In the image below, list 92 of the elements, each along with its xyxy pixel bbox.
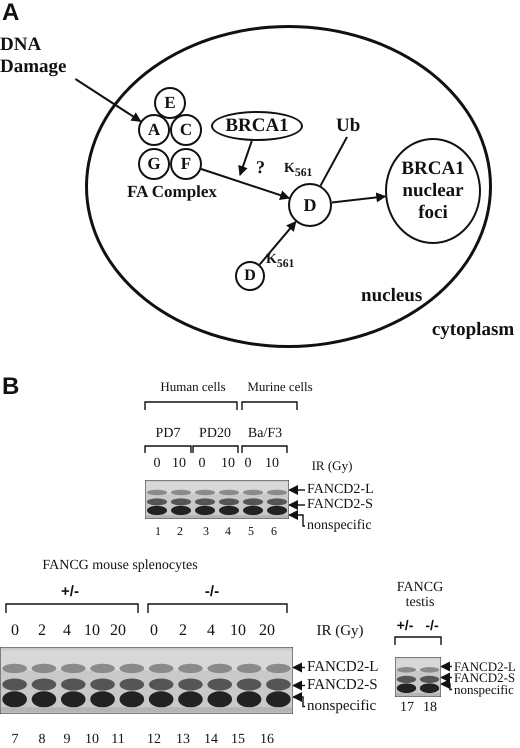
lane-number: 4 [225,525,231,538]
lane-number: 10 [85,732,99,748]
lane-number: 9 [64,732,70,748]
arrow [440,679,452,690]
lane-number: 3 [203,525,209,538]
connector-line [320,136,348,186]
edge-label: ? [256,158,265,178]
band-label: nonspecific [307,519,372,533]
arrow [292,692,305,708]
protein-ellipse: BRCA1 [211,111,303,141]
band-label: FANCD2-L [307,483,374,497]
residue-label: K$_{561}$ [284,161,312,180]
protein-circle: F [170,148,202,180]
arrow [292,662,305,672]
dose-label: 0 [150,622,158,640]
lane-number: 17 [400,700,414,716]
cell-line-label: Ba/F3 [248,426,282,442]
lane-number: 8 [38,732,46,748]
arrow [440,662,452,672]
dose-label: 10 [230,622,246,640]
dose-label: 0 [244,456,252,472]
arrow [200,168,290,200]
lane-number: 7 [12,732,18,748]
band-label: FANCD2-S [307,498,373,512]
group-label: Murine cells [247,380,313,394]
dose-label: 0 [11,622,19,640]
dose-label: 10 [172,456,186,472]
complex-label: FA Complex [127,183,217,202]
lane-number: 18 [423,700,437,716]
axis-label: IR (Gy) [312,459,352,474]
lane-number: 13 [176,732,190,748]
lane-number: 2 [177,525,183,538]
group-label: FANCG mouse splenocytes [42,558,198,574]
panel-letter: B [2,374,20,400]
lane-number: 1 [155,525,161,538]
genotype-label: -/- [425,618,439,634]
dose-label: 10 [84,622,100,640]
protein-circle: G [138,148,170,180]
lane-number: 6 [271,525,277,538]
stimulus-label: DNA Damage [0,33,80,79]
dose-label: 10 [221,456,235,472]
arrow [238,140,253,176]
dose-label: 0 [154,456,160,472]
band-label: nonspecific [307,699,376,714]
panel-letter: A [2,0,20,26]
picture [395,657,441,697]
protein-circle: E [154,87,186,119]
dose-label: 2 [38,622,46,640]
band-label: FANCD2-S [454,671,516,684]
arrow [288,485,305,495]
arrow [288,500,305,510]
lane-number: 12 [147,732,161,748]
picture [145,480,289,519]
genotype-label: +/- [61,584,79,600]
lane-number: 15 [231,732,245,748]
foci-ellipse: BRCA1 nuclear foci [385,138,481,244]
dose-label: 20 [259,622,275,640]
lane-number: 14 [204,732,218,748]
group-label: FANCG testis [396,580,444,611]
compartment-label: cytoplasm [432,320,514,341]
group-label: Human cells [160,380,226,394]
arrow [258,221,297,266]
lane-number: 16 [260,732,274,748]
genotype-label: +/- [396,618,414,634]
arrow [288,510,305,527]
dose-label: 0 [198,456,206,472]
protein-circle: D [288,183,332,227]
genotype-label: -/- [204,584,220,600]
axis-label: IR (Gy) [316,623,364,640]
cell-line-label: PD7 [156,426,180,442]
arrow [332,192,386,204]
band-label: nonspecific [454,683,514,696]
lane-number: 11 [111,732,125,748]
band-label: FANCD2-S [307,678,378,693]
picture [0,647,293,714]
protein-circle: D [235,261,265,291]
dose-label: 2 [179,622,187,640]
arrow [74,78,142,122]
band-label: FANCD2-L [307,660,378,675]
arrow [440,672,452,682]
dose-label: 20 [110,622,126,640]
cell-line-label: PD20 [199,426,231,442]
arrow [292,680,305,690]
lane-number: 5 [248,525,254,538]
protein-circle: C [170,114,202,146]
protein-circle: A [138,114,170,146]
band-label: FANCD2-L [454,660,516,673]
modifier-label: Ub [336,115,370,137]
dose-label: 10 [265,456,279,472]
dose-label: 4 [207,622,215,640]
compartment-label: nucleus [361,286,422,307]
dose-label: 4 [63,622,71,640]
